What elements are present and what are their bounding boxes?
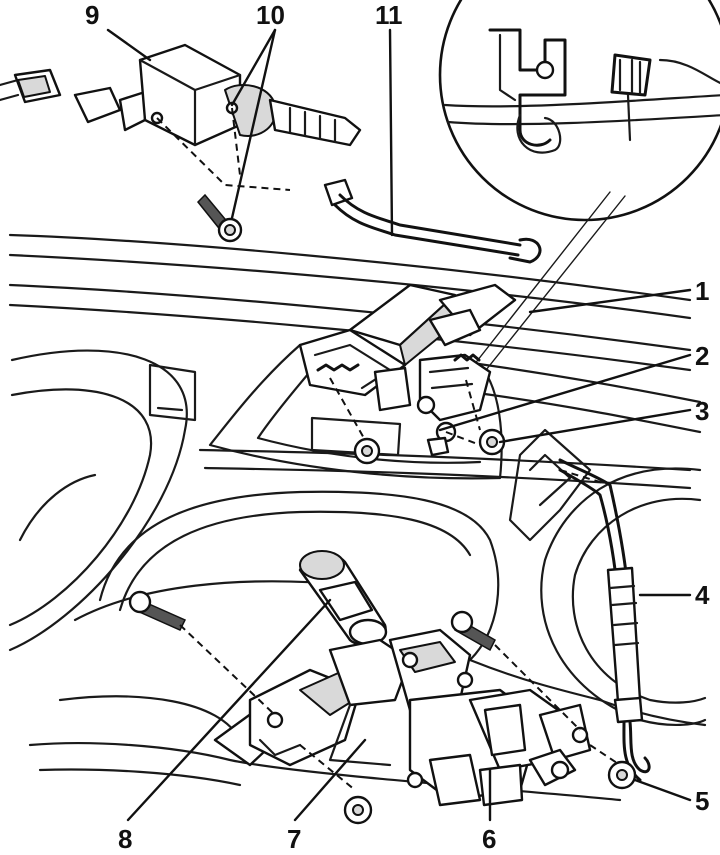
callout-8: 8 (118, 824, 132, 854)
trunk-lid-panel (8, 233, 707, 802)
callout-5: 5 (695, 786, 709, 816)
operating-rod (323, 178, 542, 264)
lock-motor (298, 550, 388, 646)
callout-1: 1 (695, 276, 709, 306)
callout-6: 6 (482, 824, 496, 854)
release-cable (558, 458, 651, 782)
callout-2: 2 (695, 341, 709, 371)
actuator-motor (0, 43, 362, 243)
detail-inset (438, 0, 720, 376)
lock-assembly (298, 283, 517, 465)
callout-10: 10 (256, 0, 285, 30)
callout-4: 4 (695, 580, 710, 610)
callout-7: 7 (287, 824, 301, 854)
callout-3: 3 (695, 396, 709, 426)
lower-lock-mechanism (128, 590, 637, 825)
callout-11: 11 (375, 0, 403, 30)
callout-9: 9 (85, 0, 99, 30)
callouts: 9 10 11 1 2 3 4 5 6 7 8 (85, 0, 710, 854)
leader-lines (106, 28, 692, 822)
